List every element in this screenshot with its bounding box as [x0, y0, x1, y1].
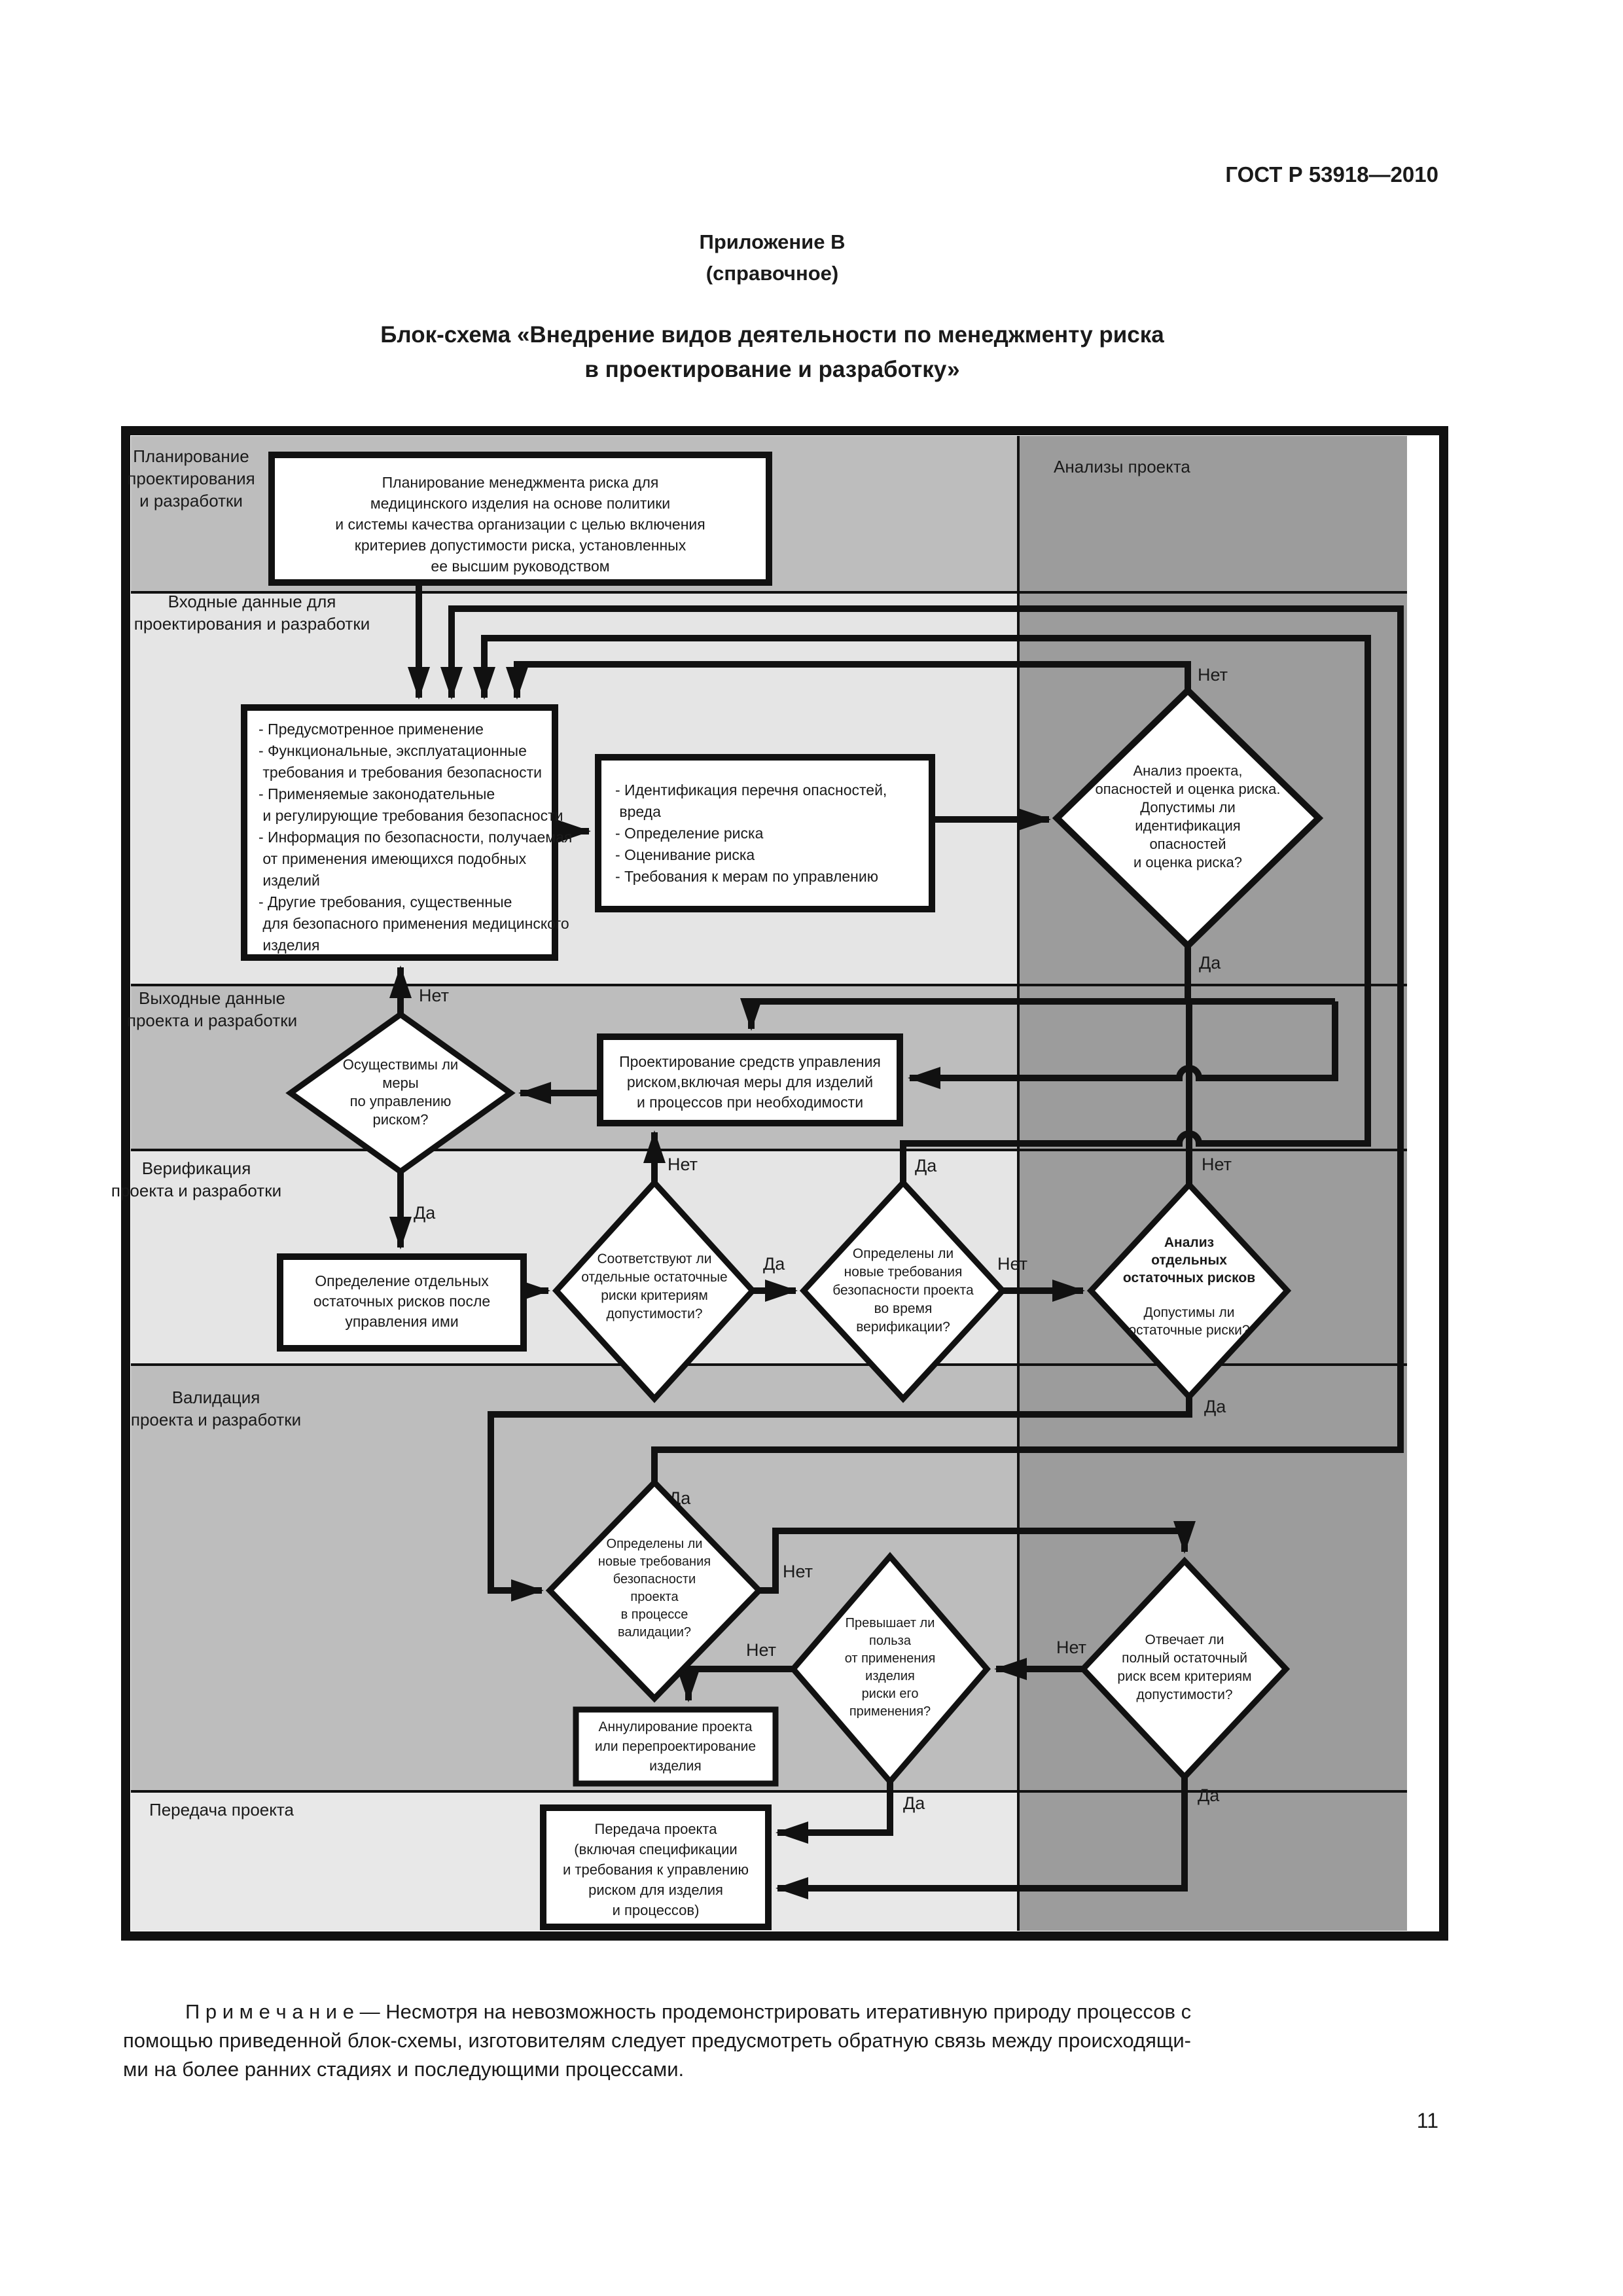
lane-label-transfer: Передача проекта [149, 1800, 294, 1820]
edge-label: Нет [783, 1562, 813, 1581]
edge-label: Нет [1056, 1638, 1086, 1657]
lane-label-analyses: Анализы проекта [1054, 457, 1190, 476]
decision-diamonds: Анализ проекта,опасностей и оценка риска… [285, 686, 1324, 1786]
chart-frame [121, 426, 1448, 1941]
edge-label: Да [1204, 1397, 1226, 1416]
edge-label: Нет [997, 1254, 1027, 1274]
edge-label: Да [1199, 953, 1221, 973]
risk-analysis-decision-text: Анализ проекта,опасностей и оценка риска… [1095, 762, 1280, 870]
note-line: помощью приведенной блок-схемы, изготови… [123, 2029, 1191, 2052]
edge-label: Да [763, 1254, 785, 1274]
edge-label: Да [1198, 1785, 1220, 1805]
edge-label: Нет [668, 1155, 698, 1174]
figure-title-line1: Блок-схема «Внедрение видов деятельности… [380, 322, 1164, 348]
note: П р и м е ч а н и е — Несмотря на невозм… [123, 1998, 1504, 2084]
risk-analysis-decision: Анализ проекта,опасностей и оценка риска… [1052, 686, 1324, 950]
edge-label: Нет [419, 986, 449, 1005]
design-inputs-box-text: - Предусмотренное применение- Функционал… [259, 721, 572, 954]
note-line: ми на более ранних стадиях и последующим… [123, 2058, 685, 2081]
edge-label: Да [414, 1203, 436, 1223]
appendix-subheading: (справочное) [705, 262, 839, 285]
flow-lines [389, 581, 1404, 1899]
edge-label: Нет [746, 1640, 776, 1660]
hazard-identification-box-text: - Идентификация перечня опасностей, вред… [615, 781, 887, 885]
page-number: 11 [1416, 2109, 1438, 2132]
hazard-identification-box: - Идентификация перечня опасностей, вред… [595, 754, 935, 912]
figure-title-line2: в проектирование и разработку» [584, 357, 960, 382]
edge-label: Да [915, 1156, 937, 1175]
edge-label: Нет [1198, 665, 1228, 685]
design-inputs-box: - Предусмотренное применение- Функционал… [241, 704, 572, 961]
edge-label: Нет [1202, 1155, 1232, 1174]
standard-code: ГОСТ Р 53918—2010 [1225, 162, 1438, 187]
appendix-heading: Приложение В [699, 230, 846, 253]
edge-label: Да [903, 1793, 925, 1813]
note-line: П р и м е ч а н и е — Несмотря на невозм… [185, 2000, 1192, 2023]
